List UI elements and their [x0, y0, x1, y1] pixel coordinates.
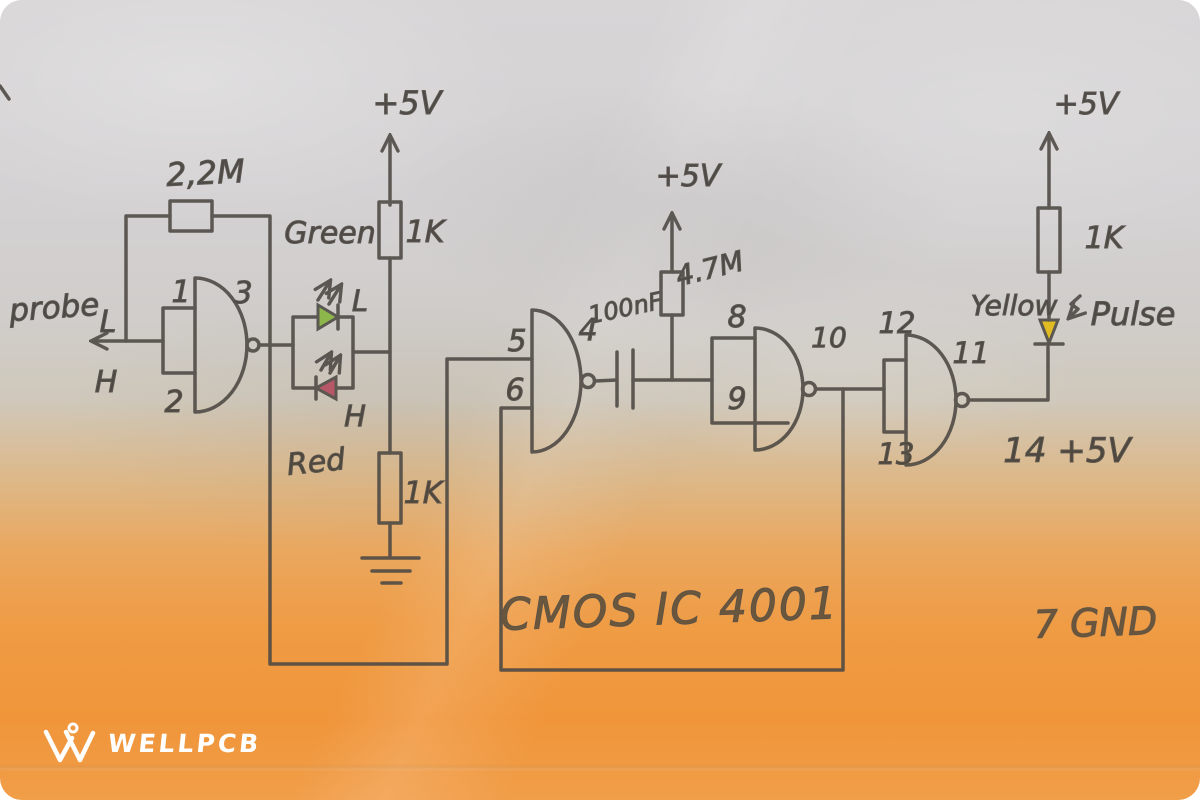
- feedback-resistor-value: 2,2M: [165, 152, 245, 194]
- red-led-label: Red: [285, 442, 348, 483]
- pencil-drawing: probe L H 2,2M 1 2 3 Green: [0, 84, 1176, 672]
- brand-watermark: WELLPCB: [40, 720, 263, 766]
- middle-supply-label: +5V: [656, 159, 723, 194]
- gate1-pin2-label: 2: [164, 385, 183, 420]
- gate4-pin11-label: 11: [953, 336, 990, 370]
- ic-label: CMOS IC 4001: [499, 578, 839, 641]
- timing-resistor-value: 4.7M: [672, 244, 747, 293]
- gate3-input-tie: [710, 336, 790, 425]
- yellow-led-label: Yellow: [971, 289, 1058, 322]
- cap-left-wire: [593, 378, 619, 383]
- right-supply-label: +5V: [1054, 87, 1121, 122]
- green-led-state-label: L: [352, 284, 368, 318]
- led-pullup-resistor: [377, 200, 403, 260]
- feedback-resistor: [168, 199, 214, 233]
- gate3-pin8-label: 8: [727, 300, 746, 335]
- gate3-nand-body: [753, 326, 805, 452]
- red-led: [312, 374, 338, 402]
- green-led: [316, 302, 341, 332]
- green-led-emission-arrows: [318, 281, 330, 302]
- red-led-emission-arrows: [321, 353, 331, 372]
- gate2-pin4-label: 4: [578, 313, 597, 348]
- gate1-input-tie: [161, 306, 197, 375]
- gate4-input-tie: [882, 358, 908, 434]
- ground-symbol: [360, 556, 421, 585]
- led-pulldown-resistor: [377, 451, 403, 525]
- probe-high-label: H: [95, 365, 118, 400]
- gate3-pin9-label: 9: [727, 382, 746, 417]
- pulse-pullup-resistor: [1036, 206, 1062, 274]
- probe-label: probe: [7, 287, 100, 329]
- wellpcb-logo-icon: [43, 722, 96, 763]
- yellow-led-emission-arrow: [1069, 294, 1080, 318]
- led-pulldown-value: 1K: [404, 476, 445, 511]
- gate3-pin10-label: 10: [811, 321, 847, 354]
- gate2-nand-body: [530, 308, 583, 454]
- probe-low-label: L: [100, 305, 117, 340]
- yellow-led: [1037, 318, 1061, 348]
- gate2-pin5-label: 5: [507, 324, 526, 359]
- gate2-pin6-label: 6: [505, 373, 524, 408]
- ground-pin-label: 7 GND: [1033, 599, 1158, 647]
- feedback-loop-2: [499, 387, 845, 672]
- gate1-pin1-label: 1: [171, 275, 190, 310]
- pulse-signal-label: Pulse: [1091, 295, 1176, 333]
- pulse-pullup-value: 1K: [1085, 221, 1126, 256]
- led-block-wires: [291, 315, 392, 390]
- feedback-loop-1: [268, 343, 534, 666]
- gate4-pin12-label: 12: [879, 306, 916, 340]
- gate4-pin13-label: 13: [878, 437, 915, 471]
- led-pullup-value: 1K: [406, 215, 447, 250]
- green-led-label: Green: [284, 216, 376, 251]
- green-led-emission-arrow2: [329, 285, 341, 306]
- gate1-pin3-label: 3: [233, 276, 252, 311]
- red-led-state-label: H: [344, 399, 366, 433]
- feedback-resistor-wires: [124, 214, 272, 347]
- capacitor-value: 100nF: [586, 286, 666, 329]
- gate2-output-bubble: [579, 372, 597, 390]
- power-pin-label: 14 +5V: [1003, 431, 1133, 471]
- left-supply-label: +5V: [372, 84, 443, 122]
- brand-name: WELLPCB: [106, 728, 263, 758]
- stray-pen-mark: [0, 84, 11, 101]
- gate4-output-wire: [966, 345, 1050, 402]
- gate1-output-bubble: [245, 337, 261, 353]
- paper-bottom-edge: [0, 766, 1200, 770]
- capacitor-plates: [615, 348, 635, 410]
- red-led-emission-arrow2: [330, 356, 340, 375]
